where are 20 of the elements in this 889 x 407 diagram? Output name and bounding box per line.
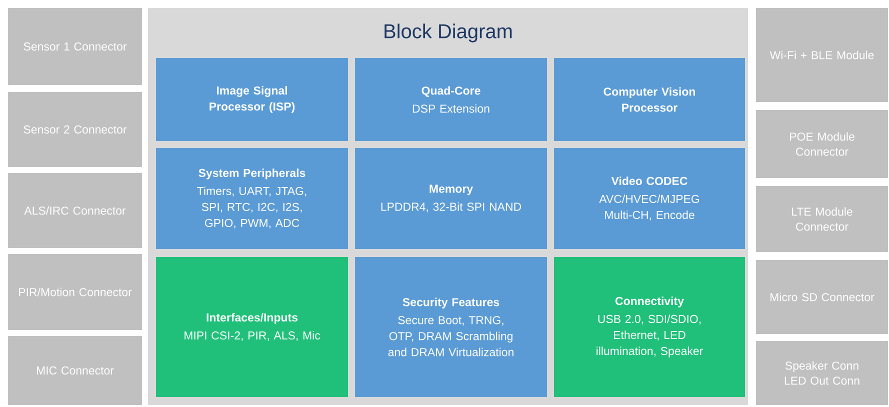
connector-box: MIC Connector bbox=[8, 336, 142, 405]
function-block: Memory LPDDR4, 32-Bit SPI NAND bbox=[355, 148, 547, 249]
heading: Block Diagram bbox=[384, 24, 512, 42]
function-block: System Peripherals Timers, UART, JTAG, SPI, RTC, I2C, I2S, GPIO, PWM, ADC bbox=[156, 148, 348, 249]
connector-box: ALS/IRC Connector bbox=[8, 173, 142, 248]
function-block: Security Features Secure Boot, TRNG, OTP, DRAM Scrambling and DRAM Virtualization bbox=[355, 257, 547, 397]
connector-box: PIR/Motion Connector bbox=[8, 254, 142, 330]
connector-box: POE Module Connector bbox=[756, 110, 888, 178]
connector-box: Micro SD Connector bbox=[756, 260, 888, 334]
function-block: Interfaces/Inputs MIPI CSI-2, PIR, ALS, Mic bbox=[156, 257, 348, 397]
connector-box: Speaker Conn LED Out Conn bbox=[756, 341, 888, 405]
connector-box: LTE Module Connector bbox=[756, 186, 888, 252]
connector-box: Wi-Fi + BLE Module bbox=[756, 8, 888, 102]
connector-box: Sensor 1 Connector bbox=[8, 8, 142, 85]
function-block: Connectivity USB 2.0, SDI/SDIO, Ethernet, LED illumination, Speaker bbox=[554, 257, 745, 397]
function-block: Computer Vision Processor bbox=[554, 58, 745, 141]
connector-box: Sensor 2 Connector bbox=[8, 92, 142, 167]
function-block: Quad-Core DSP Extension bbox=[355, 58, 547, 141]
function-block: Image Signal Processor (ISP) bbox=[156, 58, 348, 141]
function-block: Video CODEC AVC/HVEC/MJPEG Multi-CH, Encode bbox=[554, 148, 745, 249]
